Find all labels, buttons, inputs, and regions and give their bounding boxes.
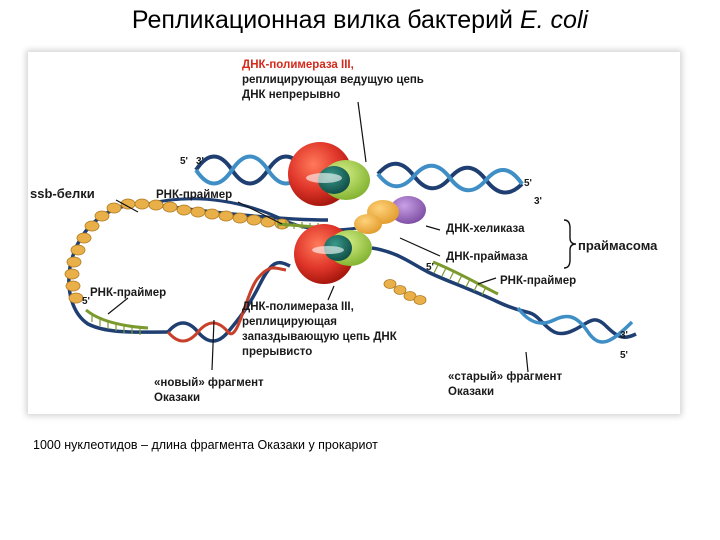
helicase-primase [354, 196, 426, 234]
ssb-bead [218, 210, 234, 222]
new-fragment-line1: «новый» фрагмент [154, 377, 264, 389]
end-mid-5: 5' [426, 262, 434, 273]
leader-lines [107, 101, 529, 373]
ssb-bead [204, 208, 220, 220]
pol-leading-line1: ДНК-полимераза III, [242, 59, 354, 71]
top-helix-right [376, 161, 524, 195]
ssb-bead [162, 201, 178, 213]
ssb-bead [190, 206, 206, 218]
ssb-bead [66, 256, 82, 268]
title-species: E. coli [519, 6, 589, 34]
ssb-bead [148, 199, 164, 211]
end-top-left-5: 5' [180, 156, 188, 167]
polymerase-lagging [294, 224, 372, 284]
ssb-bead [76, 232, 92, 244]
end-left-5: 5' [82, 296, 90, 307]
top-helix-left [194, 154, 306, 186]
rna-primer-left [85, 308, 149, 335]
slide-title: Репликационная вилка бактерий E. coli [0, 6, 720, 35]
end-top-right-5: 5' [524, 178, 532, 189]
ssb-bead [246, 214, 262, 226]
ssb-proteins [64, 198, 427, 305]
ssb-bead [134, 198, 150, 210]
pol-lagging-line3: запаздывающую цепь ДНК [242, 331, 398, 343]
primase-label: ДНК-праймаза [446, 251, 528, 263]
ssb-bead [70, 244, 86, 256]
ssb-bead [413, 295, 427, 305]
ssb-bead [65, 280, 81, 292]
title-main: Репликационная вилка бактерий [131, 6, 514, 34]
lagging-duplex [166, 260, 291, 343]
pol-lagging-line2: реплицирующая [242, 316, 337, 328]
pol-leading-line2: реплицирующая ведущую цепь [242, 74, 424, 86]
ssb-bead [393, 285, 407, 295]
end-bottom-right-5: 5' [620, 350, 628, 361]
new-fragment-line2: Оказаки [154, 392, 200, 404]
primer-top-label: РНК-праймер [156, 189, 232, 201]
ssb-bead [94, 210, 110, 222]
old-fragment-line2: Оказаки [448, 386, 494, 398]
end-bottom-right-3: 3' [620, 330, 628, 341]
ssb-bead [176, 204, 192, 216]
polymerase-leading [288, 142, 370, 206]
ssb-bead [120, 198, 136, 210]
end-top-right-3: 3' [534, 196, 542, 207]
primer-right-label: РНК-праймер [500, 275, 576, 287]
ssb-bead [64, 268, 80, 280]
helicase-label: ДНК-хеликаза [446, 223, 525, 235]
pol-leading-line3: ДНК непрерывно [242, 89, 340, 101]
ssb-bead [383, 279, 397, 289]
old-fragment-line1: «старый» фрагмент [448, 371, 562, 383]
end-top-left-3: 3' [196, 156, 204, 167]
ssb-bead [106, 202, 122, 214]
primasome-label: праймасома [578, 238, 658, 253]
primasome-brace [563, 219, 577, 269]
pol-lagging-line1: ДНК-полимераза III, [242, 301, 354, 313]
rna-primer-right [432, 260, 499, 296]
ssb-label: ssb-белки [30, 186, 95, 201]
replication-fork-diagram: ДНК-полимераза III, реплицирующая ведущу… [28, 52, 680, 414]
diagram-canvas: ДНК-полимераза III, реплицирующая ведущу… [30, 59, 658, 404]
ssb-bead [84, 220, 100, 232]
ssb-bead [68, 292, 84, 304]
caption-okazaki-length: 1000 нуклеотидов – длина фрагмента Оказа… [33, 438, 378, 452]
ssb-bead [232, 212, 248, 224]
ssb-bead [403, 291, 417, 301]
ssb-bead [260, 216, 276, 228]
bottom-right-helix [371, 246, 637, 344]
pol-lagging-line4: прерывисто [242, 346, 312, 358]
primer-left-label: РНК-праймер [90, 287, 166, 299]
